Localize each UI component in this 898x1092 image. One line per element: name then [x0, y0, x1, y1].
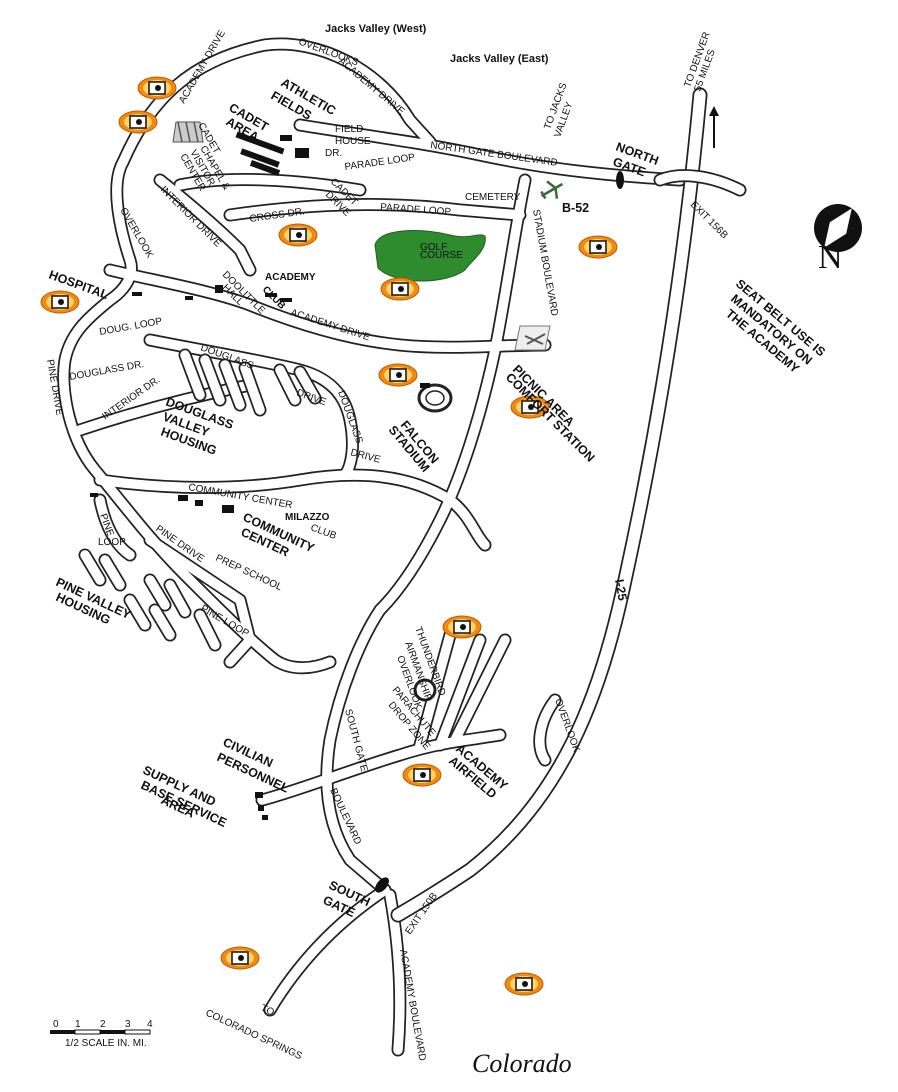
academy-drive-north-label: ACADEMY DRIVE — [336, 56, 407, 118]
to-springs-label-1: TO — [259, 1003, 276, 1019]
buildings — [90, 131, 430, 820]
camera-icon[interactable] — [380, 277, 420, 301]
cemetery-label: CEMETERY — [465, 192, 521, 203]
compass-icon: N — [814, 204, 862, 276]
scale-tick-4: 4 — [147, 1019, 153, 1030]
milazzo-label-1: MILAZZO — [285, 512, 330, 523]
pine-loop-label-2: LOOP — [98, 537, 126, 548]
parade-loop-north-label: PARADE LOOP — [344, 152, 416, 173]
south-gate-marker — [375, 877, 389, 893]
camera-icons — [40, 76, 618, 996]
picnic-table-icon — [514, 325, 551, 351]
golf-label-1: GOLF — [420, 242, 447, 253]
b52-airplane-icon — [540, 180, 564, 200]
falcon-stadium — [417, 383, 453, 413]
camera-icon[interactable] — [40, 290, 80, 314]
camera-icon[interactable] — [510, 395, 550, 419]
scale-tick-2: 2 — [100, 1019, 106, 1030]
i25-label: I-25 — [612, 578, 630, 602]
drop-zone-circle — [413, 678, 437, 702]
pine-loop-label-1: PINE — [97, 512, 115, 538]
academy-club-label-1: ACADEMY — [265, 272, 316, 283]
field-house-label-3: DR. — [325, 148, 342, 159]
field-house-label-2: HOUSE — [335, 136, 371, 147]
scale-caption: 1/2 SCALE IN. MI. — [65, 1038, 147, 1049]
compass-letter: N — [818, 239, 843, 276]
camera-icon[interactable] — [378, 363, 418, 387]
chapel-icon — [172, 121, 204, 143]
scale-tick-3: 3 — [125, 1019, 131, 1030]
road-network — [57, 37, 747, 1057]
camera-icon[interactable] — [504, 972, 544, 996]
to-springs-label-2: COLORADO SPRINGS — [204, 1008, 304, 1062]
north-arrow-icon — [709, 106, 719, 148]
seat-belt-notice: SEAT BELT USE IS MANDATORY ON THE ACADEM… — [723, 277, 828, 377]
b52-label: B-52 — [562, 201, 589, 215]
camera-icon[interactable] — [278, 223, 318, 247]
scale-tick-1: 1 — [75, 1019, 81, 1030]
golf-course-area — [374, 230, 486, 282]
camera-icon[interactable] — [442, 615, 482, 639]
camera-icon[interactable] — [402, 763, 442, 787]
douglass-dr-label: DOUGLASS DR. — [69, 359, 145, 383]
picnic-label-2: COMFORT STATION — [503, 370, 598, 465]
parade-loop-south-label: PARADE LOOP — [380, 202, 452, 218]
camera-icon[interactable] — [220, 946, 260, 970]
academy-drive-label: ACADEMY DRIVE — [177, 28, 228, 105]
camera-icon[interactable] — [118, 110, 158, 134]
exit-156b-label: EXIT 156B — [688, 199, 730, 241]
jacks-valley-east-link[interactable]: Jacks Valley (East) — [450, 53, 549, 65]
colorado-title: Colorado — [472, 1049, 572, 1078]
golf-label-2: COURSE — [420, 250, 463, 261]
field-house-label-1: FIELD — [335, 124, 363, 135]
scale-tick-0: 0 — [53, 1019, 59, 1030]
jacks-valley-west-link[interactable]: Jacks Valley (West) — [325, 23, 427, 35]
camera-icon[interactable] — [578, 235, 618, 259]
north-gate-marker — [616, 171, 624, 189]
milazzo-label-2: CLUB — [309, 522, 338, 542]
pine-housing-streets — [78, 548, 222, 652]
douglass-housing-streets — [178, 348, 322, 417]
scale-bar: 0 1 2 3 4 1/2 SCALE IN. MI. — [50, 1019, 153, 1049]
stadium-boulevard-label: STADIUM BOULEVARD — [530, 209, 560, 317]
camera-icon[interactable] — [137, 76, 177, 100]
